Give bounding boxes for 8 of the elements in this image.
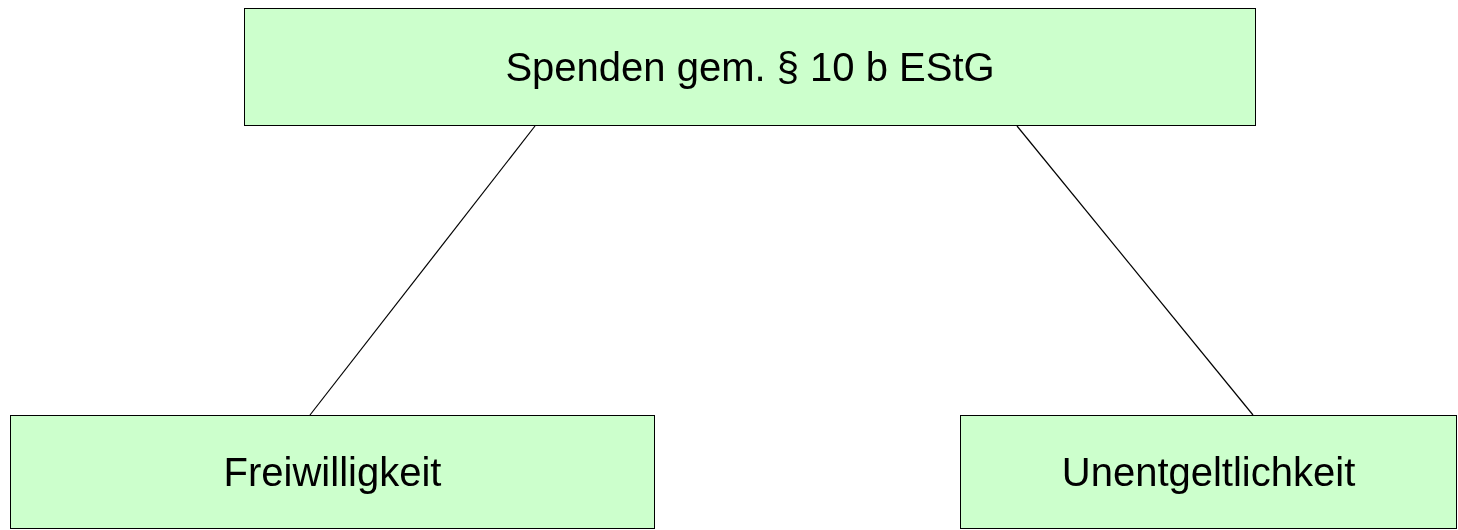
category-box bbox=[10, 415, 655, 529]
connector-line bbox=[309, 125, 536, 416]
category-box bbox=[244, 8, 1256, 126]
connector-line bbox=[1016, 125, 1254, 416]
category-box bbox=[960, 415, 1457, 529]
box-label: Spenden gem. § 10 b EStG bbox=[505, 44, 995, 90]
box-label: Freiwilligkeit bbox=[223, 449, 442, 495]
box-label: Unentgeltlichkeit bbox=[1061, 449, 1356, 495]
